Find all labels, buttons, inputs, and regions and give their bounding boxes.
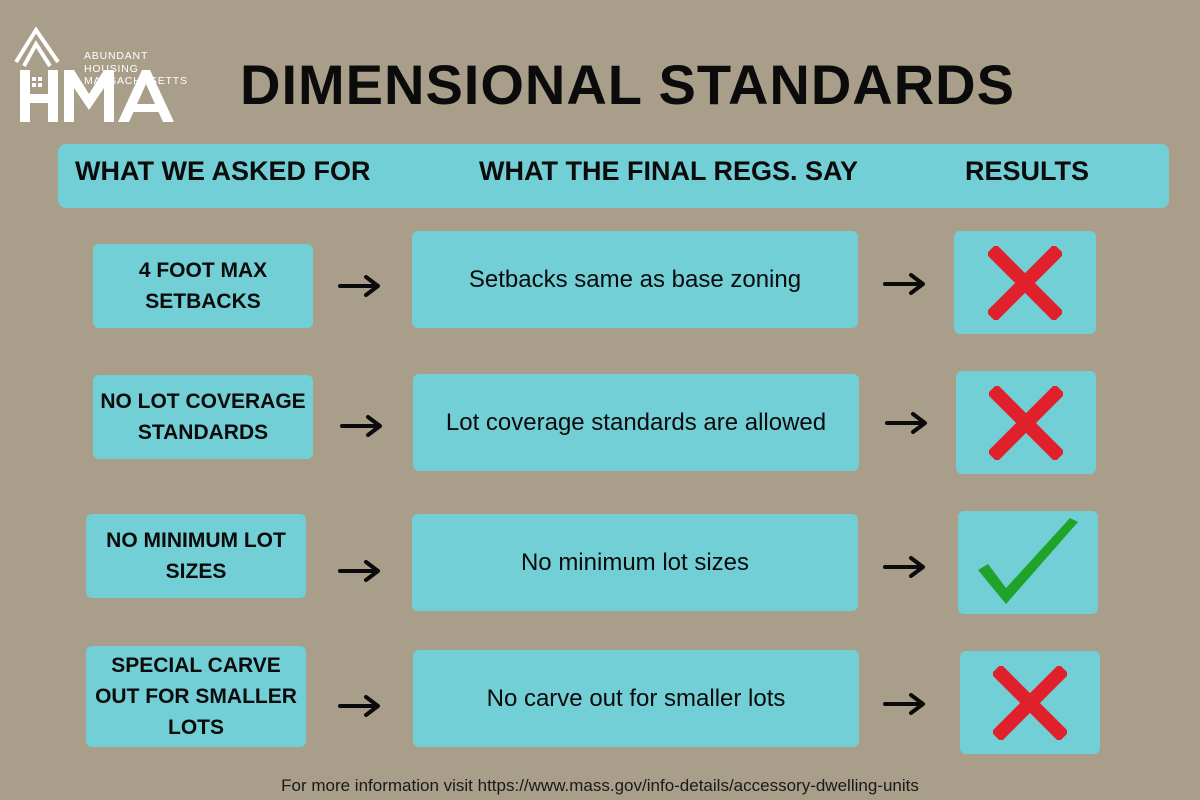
final-box-setbacks: Setbacks same as base zoning — [412, 231, 858, 328]
asked-box-setbacks: 4 FOOT MAX SETBACKS — [93, 244, 313, 328]
arrow-right-icon — [885, 412, 927, 434]
asked-box-lot-coverage: NO LOT COVERAGE STANDARDS — [93, 375, 313, 459]
header-results: RESULTS — [965, 156, 1090, 186]
final-box-carve-out: No carve out for smaller lots — [413, 650, 859, 747]
logo-line-2: HOUSING — [84, 62, 139, 75]
house-logo-icon — [14, 26, 174, 122]
x-mark-icon — [988, 245, 1062, 320]
hma-logo: ABUNDANT HOUSING MASSACHUSETTS — [14, 22, 187, 126]
arrow-right-icon — [338, 695, 380, 717]
header-asked: WHAT WE ASKED FOR — [75, 156, 371, 186]
final-box-lot-coverage: Lot coverage standards are allowed — [413, 374, 859, 471]
check-mark-icon — [978, 517, 1078, 604]
footer-link-text[interactable]: For more information visit https://www.m… — [281, 776, 919, 795]
arrow-right-icon — [883, 556, 925, 578]
arrow-right-icon — [338, 275, 380, 297]
header-final: WHAT THE FINAL REGS. SAY — [479, 156, 859, 186]
final-box-min-lot: No minimum lot sizes — [412, 514, 858, 611]
asked-box-carve-out: SPECIAL CARVE OUT FOR SMALLER LOTS — [86, 646, 306, 747]
x-mark-icon — [989, 385, 1063, 460]
result-box-min-lot — [958, 511, 1098, 614]
page-title: DIMENSIONAL STANDARDS — [240, 53, 1015, 116]
arrow-right-icon — [338, 560, 380, 582]
column-header-bar: WHAT WE ASKED FOR WHAT THE FINAL REGS. S… — [58, 144, 1169, 208]
result-box-lot-coverage — [956, 371, 1096, 474]
arrow-right-icon — [883, 273, 925, 295]
logo-line-3: MASSACHUSETTS — [84, 75, 188, 87]
asked-box-min-lot: NO MINIMUM LOT SIZES — [86, 514, 306, 598]
result-box-setbacks — [954, 231, 1096, 334]
arrow-right-icon — [883, 693, 925, 715]
arrow-right-icon — [340, 415, 382, 437]
logo-wordmark: ABUNDANT HOUSING MASSACHUSETTS — [84, 50, 188, 88]
logo-line-1: ABUNDANT — [84, 50, 149, 62]
result-box-carve-out — [960, 651, 1100, 754]
x-mark-icon — [993, 665, 1067, 740]
